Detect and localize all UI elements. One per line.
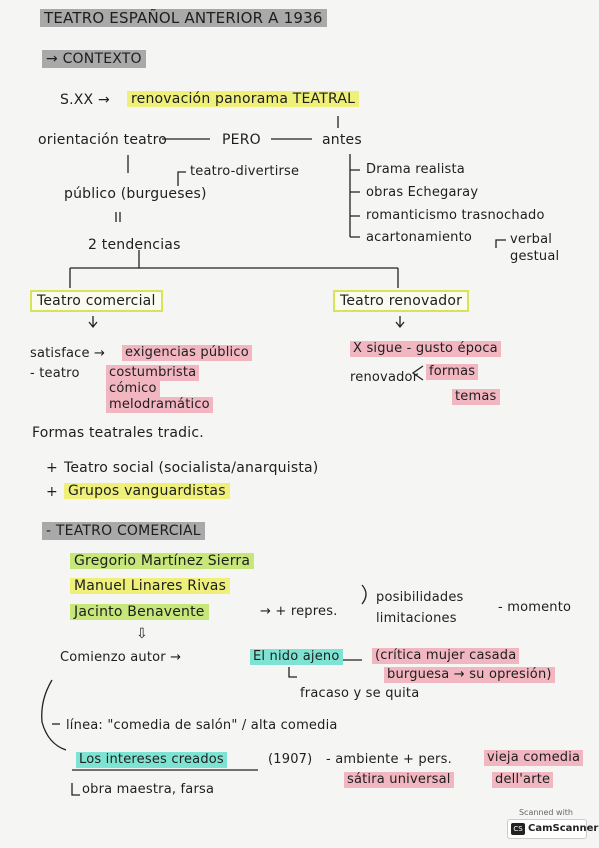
repres-text: → + repres. — [260, 604, 338, 619]
obra-maestra-text: obra maestra, farsa — [82, 782, 215, 797]
teatro-divertir-text: teatro-divertirse — [190, 164, 300, 179]
author-name: Jacinto Benavente — [70, 604, 209, 620]
posib-text: posibilidades — [376, 590, 464, 605]
comercial-box: Teatro comercial — [30, 290, 163, 312]
author-name: Manuel Linares Rivas — [70, 578, 231, 594]
sigue-text: X sigue - gusto época — [350, 341, 501, 357]
nido-ajeno-text: El nido ajeno — [250, 649, 343, 665]
temas-text: temas — [452, 389, 500, 405]
antes-item: Drama realista — [366, 162, 465, 177]
publico-text: público (burgueses) — [64, 186, 207, 202]
subtype-text: costumbrista — [106, 365, 200, 381]
acart-sub: verbal — [510, 232, 553, 247]
antes-item: romanticismo trasnochado — [366, 208, 545, 223]
badge-body: CS CamScanner — [507, 819, 598, 839]
linea-text: línea: "comedia de salón" / alta comedia — [66, 718, 338, 733]
comienzo-text: Comienzo autor → — [60, 650, 182, 665]
renovador-box: Teatro renovador — [333, 290, 470, 312]
satira-text: sátira universal — [344, 772, 454, 788]
context-heading: → CONTEXTO — [42, 50, 146, 68]
formas-item: Grupos vanguardistas — [64, 483, 230, 499]
formas-text: formas — [426, 364, 479, 380]
acart-sub: gestual — [510, 249, 560, 264]
fracaso-text: fracaso y se quita — [300, 686, 420, 701]
antes-item: obras Echegaray — [366, 185, 479, 200]
satisface-text: satisface → — [30, 346, 106, 361]
camscanner-logo-icon: CS — [511, 823, 525, 835]
limit-text: limitaciones — [376, 611, 457, 626]
pero-text: PERO — [222, 132, 261, 148]
antes-item: acartonamiento — [366, 230, 473, 245]
antes-text: antes — [322, 132, 362, 148]
badge-caption: Scanned with — [518, 808, 574, 817]
critica-text: (crítica mujer casada — [372, 648, 520, 664]
down-arrow-icon: ⇩ — [136, 626, 148, 642]
exigencias-text: exigencias público — [122, 345, 252, 361]
burguesa-text: burguesa → su opresión) — [384, 667, 555, 683]
century-label: S.XX → — [60, 92, 110, 108]
camscanner-badge: Scanned with CS CamScanner — [505, 808, 598, 840]
ambiente-text: - ambiente + pers. — [326, 752, 452, 767]
subtype-text: cómico — [106, 381, 160, 397]
subtype-text: melodramático — [106, 397, 213, 413]
formas-item: Teatro social (socialista/anarquista) — [64, 460, 319, 476]
badge-name: CamScanner — [528, 823, 599, 834]
plus-mark: + — [46, 460, 58, 476]
teatro-text: - teatro — [30, 366, 80, 381]
teatro-comercial-heading: - TEATRO COMERCIAL — [42, 522, 205, 540]
intereses-text: Los intereses creados — [76, 752, 227, 768]
author-name: Gregorio Martínez Sierra — [70, 553, 255, 569]
formas-teatrales-heading: Formas teatrales tradic. — [32, 425, 204, 441]
dellarte-text: dell'arte — [492, 772, 554, 788]
vieja-comedia-text: vieja comedia — [484, 750, 584, 766]
page-title: TEATRO ESPAÑOL ANTERIOR A 1936 — [40, 9, 327, 27]
momento-text: - momento — [498, 600, 572, 615]
year-text: (1907) — [268, 752, 313, 767]
orientacion-text: orientación teatro — [38, 132, 168, 148]
renovacion-text: renovación panorama TEATRAL — [127, 91, 360, 107]
renovador-text: renovador — [350, 370, 419, 385]
tendencias-text: 2 tendencias — [88, 237, 181, 253]
plus-mark: + — [46, 484, 58, 500]
